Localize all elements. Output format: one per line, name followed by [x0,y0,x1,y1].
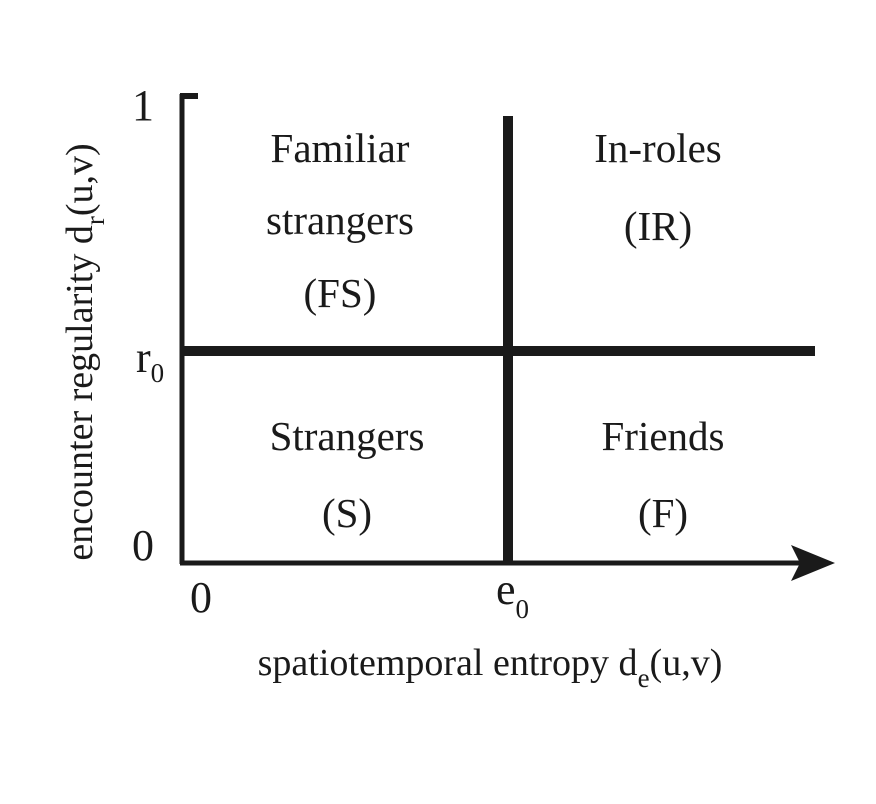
x-tick-zero: 0 [190,573,212,622]
quadrant-s-line1: Strangers [270,413,425,459]
x-threshold-e0: e0 [496,565,529,624]
y-threshold-r0: r0 [136,333,164,388]
quadrant-fs-line2: strangers [266,197,414,243]
y-axis-label: encounter regularity dr(u,v) [59,143,110,560]
quadrant-f-line1: Friends [602,413,725,459]
quadrant-f-line2: (F) [638,490,688,536]
quadrant-s-line2: (S) [322,490,372,536]
quadrant-ir-line1: In-roles [594,125,722,171]
x-axis-label: spatiotemporal entropy de(u,v) [258,642,723,693]
quadrant-ir-line2: (IR) [624,203,692,249]
quadrant-fs-line3: (FS) [304,270,377,316]
y-tick-one: 1 [132,81,154,130]
x-axis-arrowhead [791,545,835,581]
quadrant-fs-line1: Familiar [271,125,410,171]
y-tick-zero: 0 [132,521,154,570]
